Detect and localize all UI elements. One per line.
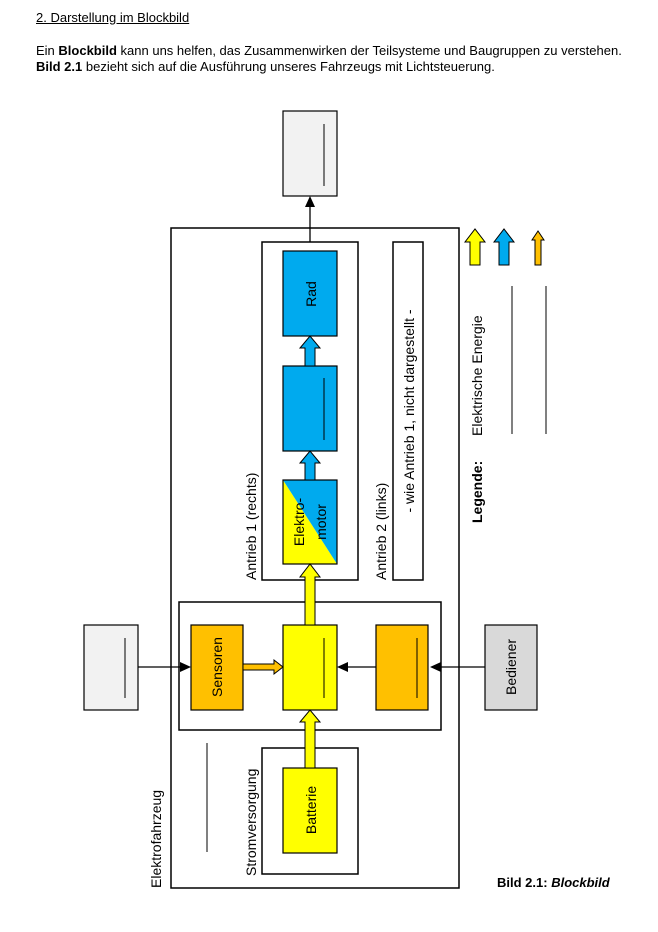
vehicle-label: Elektrofahrzeug bbox=[148, 790, 164, 888]
vehicle-frame bbox=[170, 227, 460, 889]
drive1-label: Antrieb 1 (rechts) bbox=[243, 473, 259, 580]
drive2-label: Antrieb 2 (links) bbox=[373, 483, 389, 580]
wheel-block bbox=[282, 250, 338, 337]
intro-text-1: Ein bbox=[36, 43, 59, 58]
intro-text-3: bezieht sich auf die Ausführung unseres … bbox=[82, 59, 495, 74]
drive2-frame bbox=[392, 241, 424, 581]
motor-label-line1: Elektro- bbox=[291, 498, 307, 547]
controller-block bbox=[282, 624, 338, 711]
sensor-label: Sensoren bbox=[209, 637, 225, 697]
arrow-controller-motor bbox=[298, 563, 322, 626]
motor-block-blue bbox=[283, 480, 337, 564]
intro-paragraph: Ein Blockbild kann uns helfen, das Zusam… bbox=[36, 43, 636, 75]
legend-electric-label: Elektrische Energie bbox=[469, 315, 485, 436]
power-label: Stromversorgung bbox=[243, 769, 259, 876]
legend-arrow-mechanical bbox=[492, 228, 516, 266]
battery-block bbox=[282, 767, 338, 854]
external-input-block bbox=[83, 624, 139, 711]
intro-figure-ref: Bild 2.1 bbox=[36, 59, 83, 74]
motor-label-line2: motor bbox=[313, 504, 329, 540]
arrow-sensor-controller bbox=[242, 658, 284, 676]
arrow-wheel-out bbox=[305, 196, 315, 207]
battery-label: Batterie bbox=[303, 786, 319, 834]
figure-caption: Bild 2.1: Blockbild bbox=[497, 875, 610, 890]
arrow-battery-controller bbox=[298, 709, 322, 769]
intro-term: Blockbild bbox=[58, 43, 117, 58]
sensor-block bbox=[190, 624, 244, 711]
section-heading: 2. Darstellung im Blockbild bbox=[36, 10, 190, 25]
arrow-operator-in bbox=[430, 662, 441, 672]
caption-title: Blockbild bbox=[551, 875, 610, 890]
caption-prefix: Bild 2.1: bbox=[497, 875, 548, 890]
gear-block bbox=[282, 365, 338, 452]
wheel-label: Rad bbox=[303, 281, 319, 307]
input-device-block bbox=[375, 624, 429, 711]
arrow-device-controller bbox=[337, 662, 348, 672]
legend-arrow-info bbox=[531, 230, 545, 266]
legend-arrow-electric bbox=[463, 228, 487, 266]
arrow-gear-wheel bbox=[298, 335, 322, 367]
arrow-ext-sensor bbox=[180, 662, 191, 672]
operator-label: Bediener bbox=[503, 639, 519, 695]
legend-title: Legende: bbox=[469, 461, 485, 523]
drive2-note: - wie Antrieb 1, nicht dargestellt - bbox=[401, 309, 417, 512]
intro-text-2: kann uns helfen, das Zusammenwirken der … bbox=[116, 43, 622, 58]
arrow-motor-gear bbox=[298, 450, 322, 481]
external-output-block bbox=[282, 110, 338, 197]
